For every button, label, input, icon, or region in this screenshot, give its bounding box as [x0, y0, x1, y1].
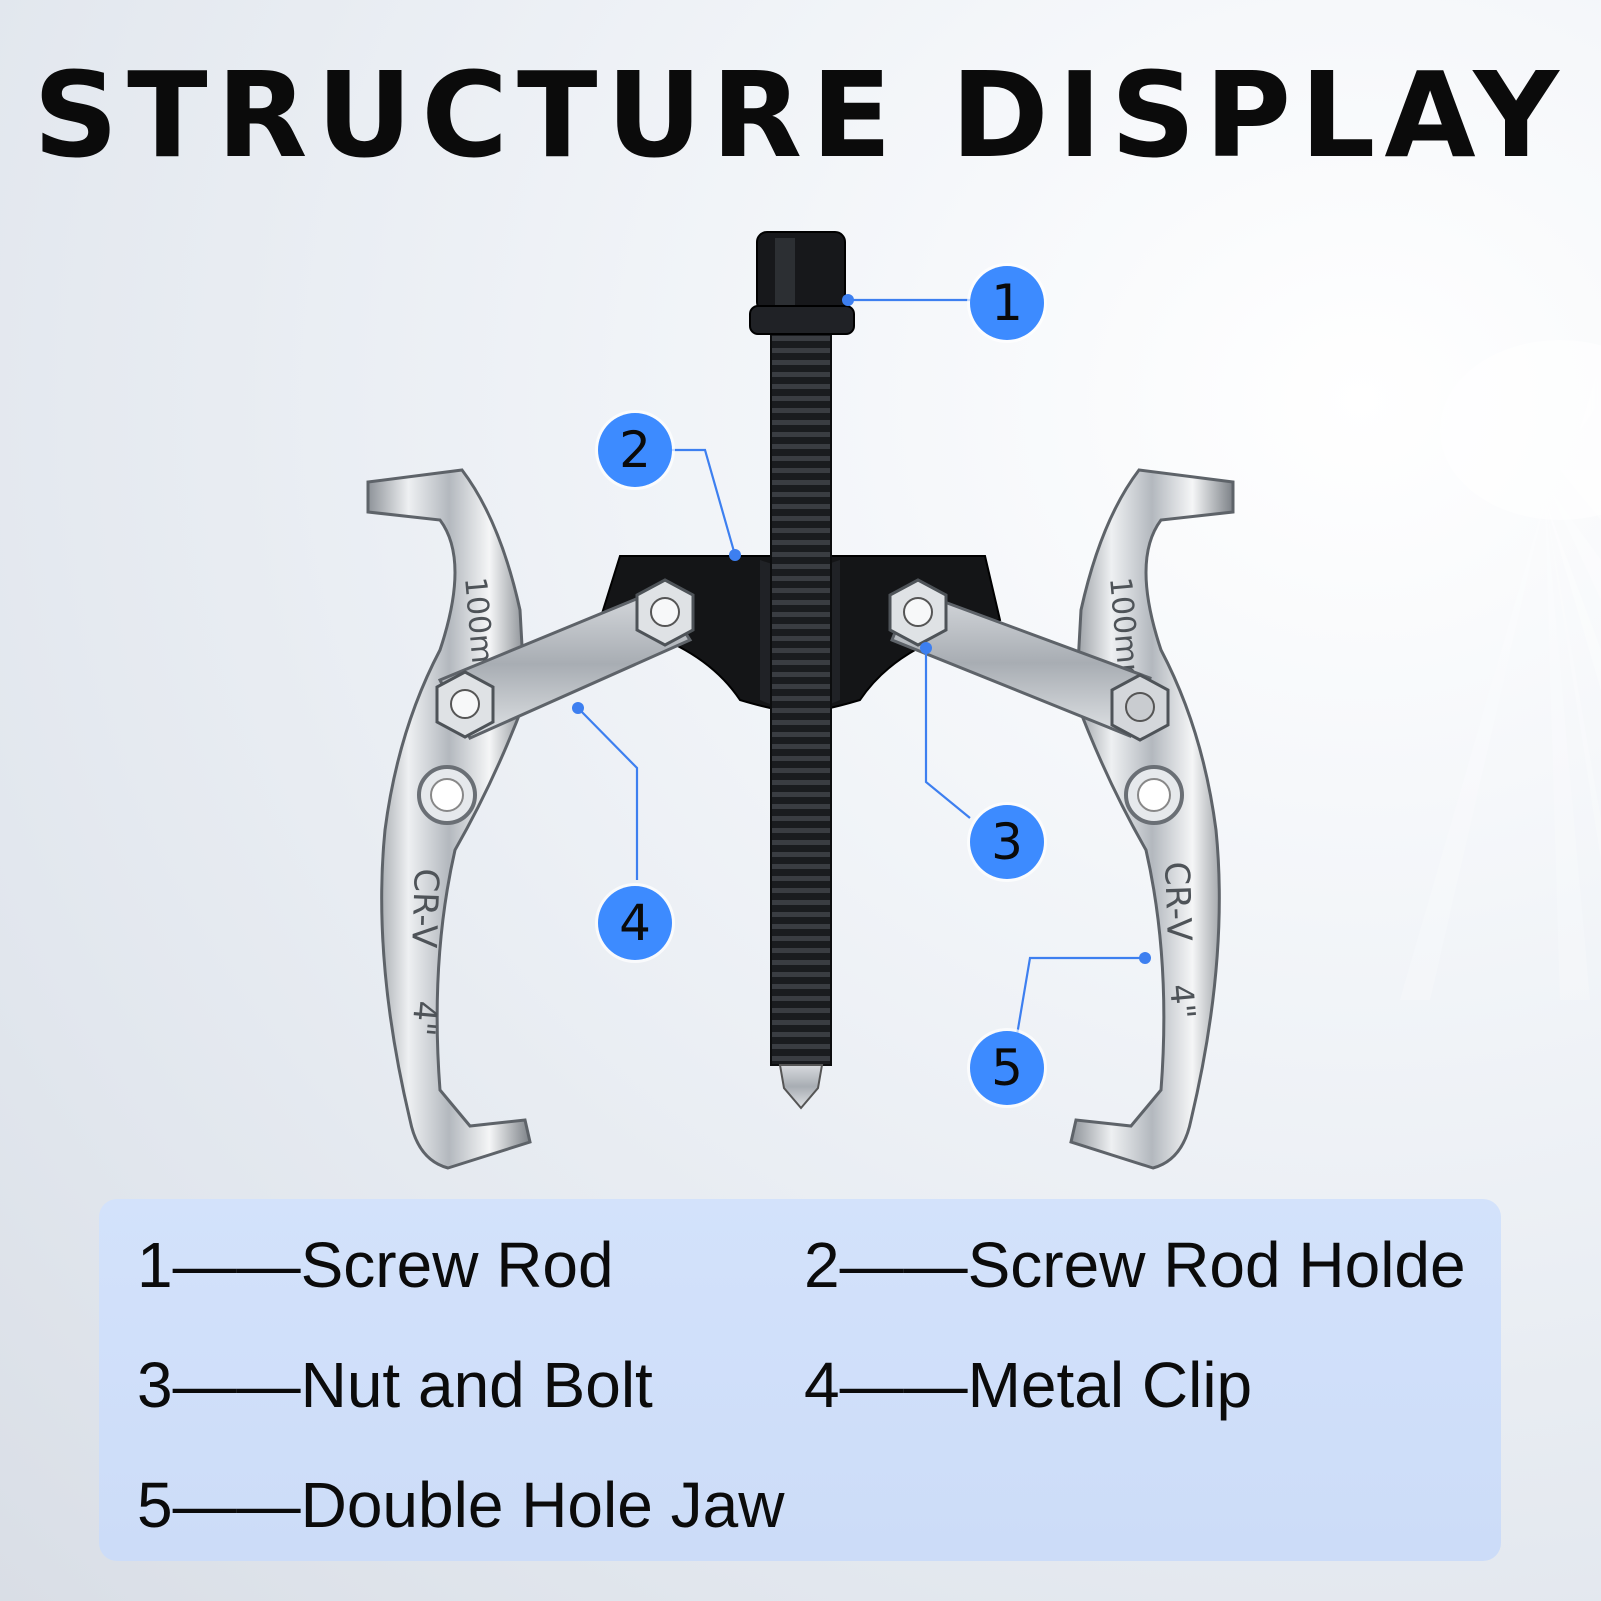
screw-rod-washer	[749, 305, 855, 335]
callout-line-5	[1015, 956, 1145, 1036]
nut-upper-left	[635, 578, 695, 647]
left-jaw-material-engraving: CR-V	[403, 868, 446, 949]
nut-upper-right	[888, 578, 948, 647]
screw-rod-tip	[778, 1064, 824, 1110]
legend-item-screw-rod-holder: 2——Screw Rod Holde	[804, 1229, 1466, 1301]
callout-line-4	[577, 707, 639, 880]
right-jaw-inch-engraving: 4"	[1162, 982, 1203, 1020]
callout-line-2	[668, 448, 737, 556]
legend-item-nut-and-bolt: 3——Nut and Bolt	[137, 1349, 653, 1421]
screw-rod-thread	[770, 329, 832, 1066]
callout-badge-1: 1	[970, 266, 1044, 340]
nut-lower-right	[1110, 673, 1170, 742]
legend-item-screw-rod: 1——Screw Rod	[137, 1229, 614, 1301]
screw-rod-hex-head	[756, 231, 846, 313]
left-jaw-inch-engraving: 4"	[404, 999, 445, 1037]
callout-badge-5: 5	[970, 1031, 1044, 1105]
callout-badge-3: 3	[970, 805, 1044, 879]
page-title: STRUCTURE DISPLAY	[33, 46, 1568, 184]
nut-lower-left	[435, 670, 495, 739]
legend-panel: 1——Screw Rod 2——Screw Rod Holde 3——Nut a…	[99, 1199, 1501, 1561]
legend-item-metal-clip: 4——Metal Clip	[804, 1349, 1253, 1421]
callout-badge-4: 4	[598, 886, 672, 960]
callout-badge-2: 2	[598, 413, 672, 487]
callout-line-3	[924, 648, 971, 819]
legend-item-double-hole-jaw: 5——Double Hole Jaw	[137, 1469, 785, 1541]
right-jaw-material-engraving: CR-V	[1156, 861, 1199, 942]
